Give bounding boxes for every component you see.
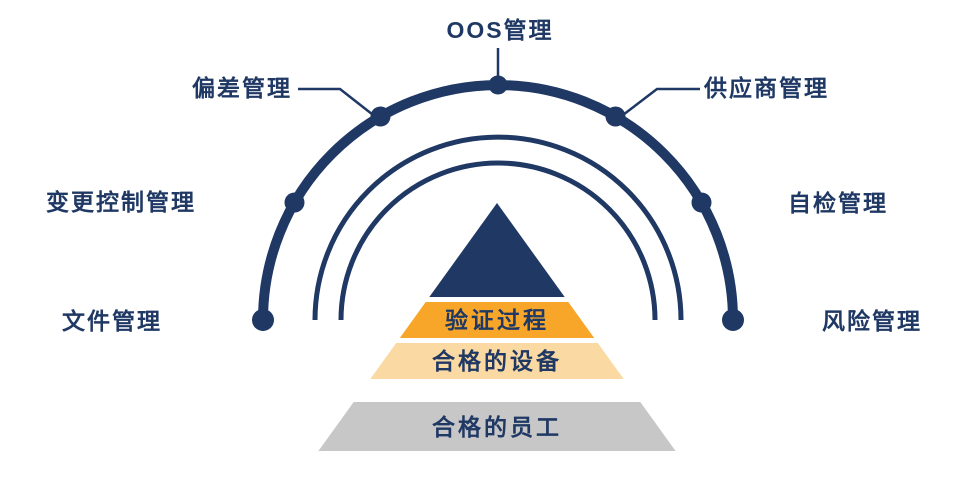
node-change-control-dot	[284, 192, 305, 213]
label-deviation-management: 偏差管理	[192, 75, 292, 101]
node-oos-dot	[488, 75, 508, 95]
pyramid-level-equipment	[370, 343, 624, 379]
pyramid-label-qualified-staff: 合格的员工	[432, 414, 562, 440]
node-supplier-dot	[605, 106, 626, 127]
label-supplier-management: 供应商管理	[704, 75, 829, 101]
node-self-inspection-dot	[691, 192, 712, 213]
node-risk-dot	[722, 309, 744, 331]
pyramid-label-validation-process: 验证过程	[445, 307, 549, 333]
pyramid-level-validation	[399, 302, 595, 338]
label-document-management: 文件管理	[62, 308, 162, 334]
pyramid-label-qualified-equipment: 合格的设备	[432, 348, 562, 374]
connector-supplier	[618, 87, 700, 119]
label-risk-management: 风险管理	[822, 308, 922, 334]
node-deviation-dot	[370, 106, 391, 127]
node-document-dot	[252, 309, 274, 331]
label-oos-management: OOS管理	[446, 17, 554, 43]
inner-arc-inner	[338, 160, 658, 321]
inner-arc-outer	[312, 134, 684, 321]
connector-deviation	[298, 87, 378, 119]
label-self-inspection-management: 自检管理	[788, 190, 888, 216]
pyramid-level-staff	[318, 402, 676, 451]
label-change-control-management: 变更控制管理	[46, 189, 196, 215]
pyramid-apex-triangle	[429, 203, 565, 297]
